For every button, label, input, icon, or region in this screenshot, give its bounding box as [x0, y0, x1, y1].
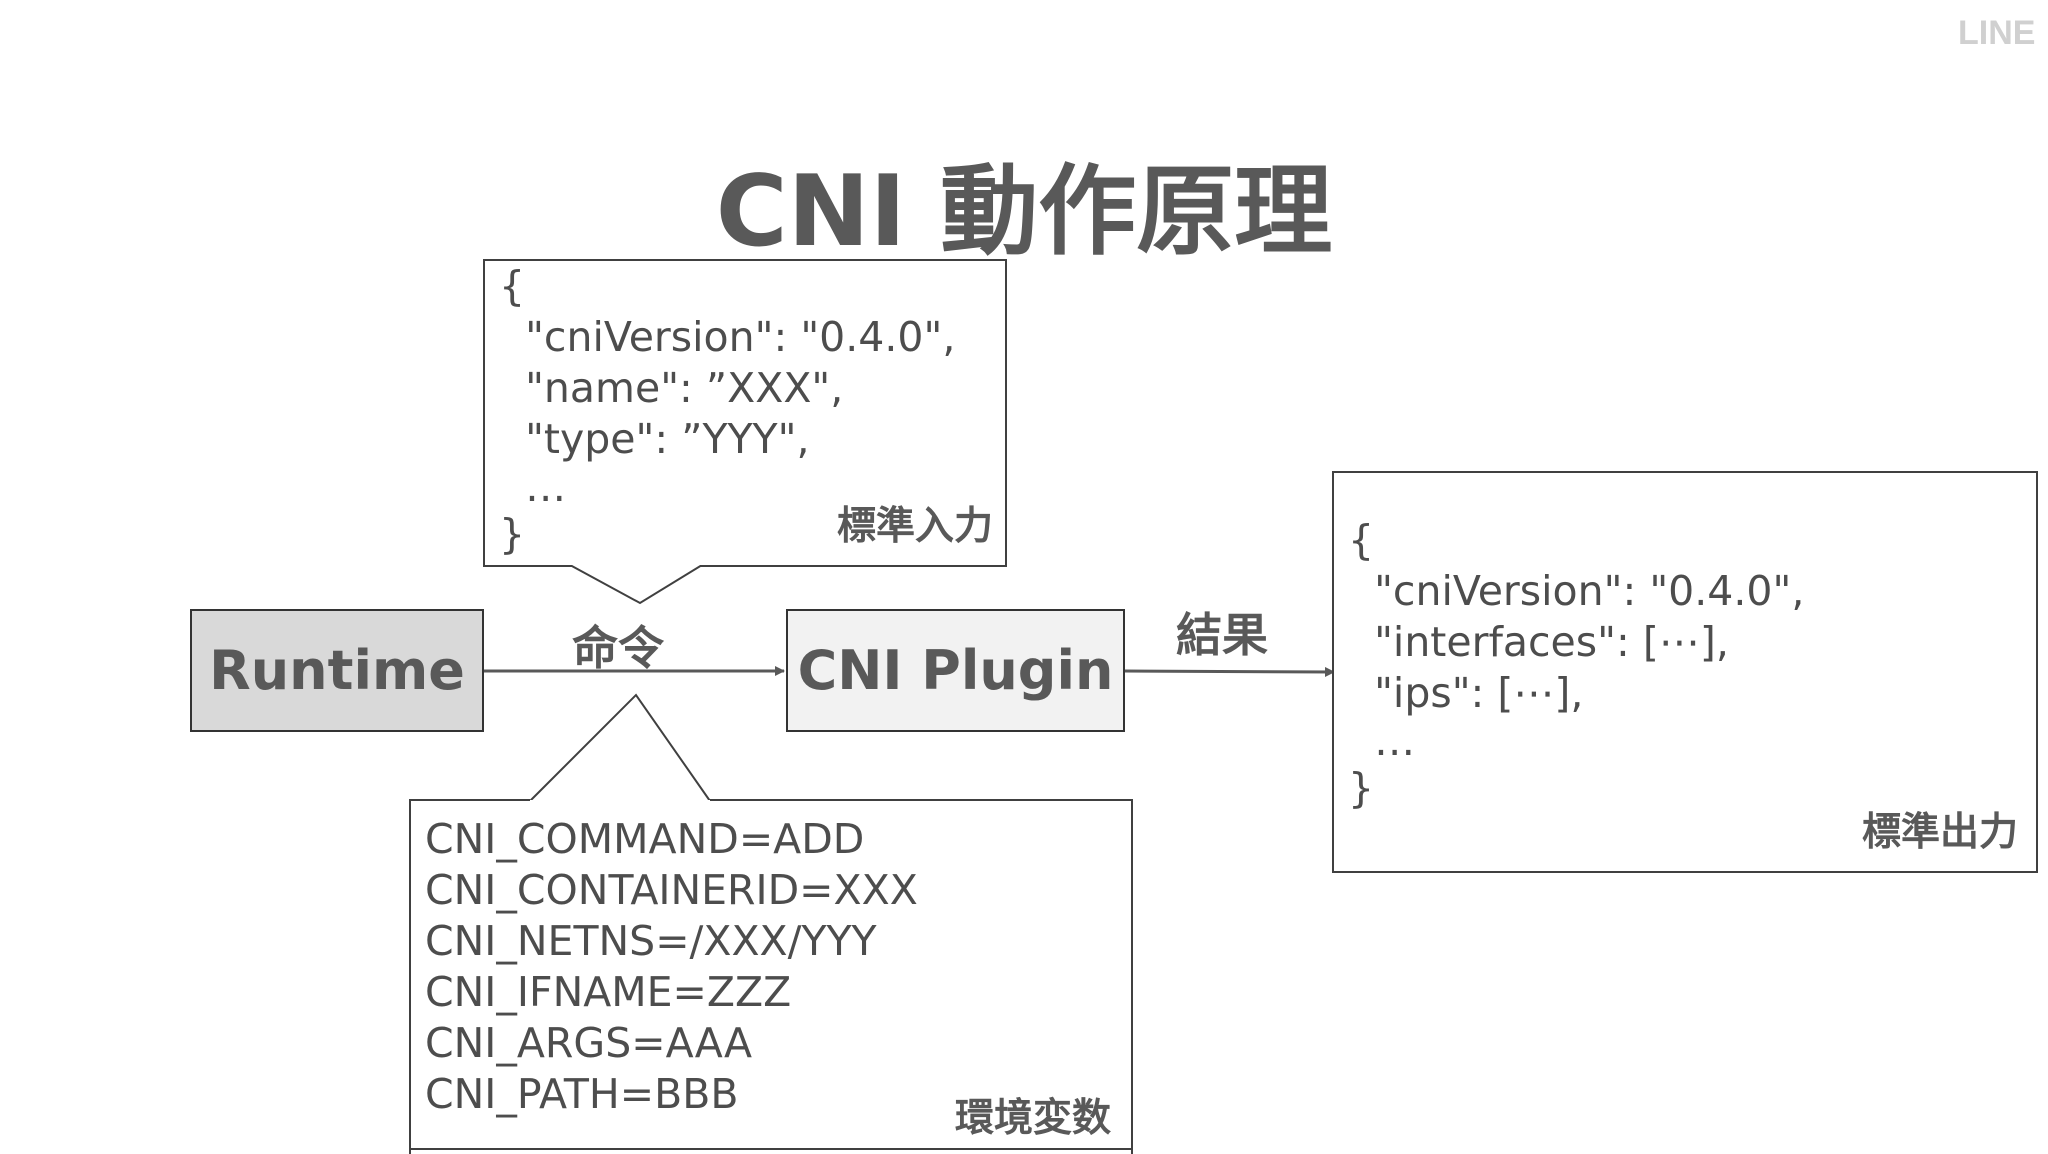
stdout-line: "ips": [⋯],	[1348, 669, 1584, 717]
env-line: CNI_NETNS=/XXX/YYY	[425, 917, 877, 965]
env-tag: 環境変数	[954, 1096, 1111, 1141]
stdin-json: { "cniVersion": "0.4.0", "name": ”XXX", …	[499, 261, 955, 560]
env-top-border-left	[409, 799, 530, 801]
stdin-line: …	[499, 463, 567, 511]
env-lines: CNI_COMMAND=ADD CNI_CONTAINERID=XXX CNI_…	[425, 814, 918, 1120]
line-logo: LINE	[1958, 14, 2036, 52]
runtime-node: Runtime	[190, 609, 484, 732]
env-top-border-right	[710, 799, 1133, 801]
stdin-line: "type": ”YYY",	[499, 415, 810, 463]
stdout-json: { "cniVersion": "0.4.0", "interfaces": […	[1348, 515, 1804, 814]
stdin-line: "name": ”XXX",	[499, 364, 844, 412]
stdout-line: …	[1348, 717, 1416, 765]
env-pointer	[529, 693, 711, 802]
env-line: CNI_IFNAME=ZZZ	[425, 968, 792, 1016]
env-line: CNI_ARGS=AAA	[425, 1019, 752, 1067]
slide-title: CNI 動作原理	[715, 155, 1333, 269]
result-label: 結果	[1176, 608, 1268, 662]
stdout-line: "interfaces": [⋯],	[1348, 618, 1729, 666]
stdin-line: }	[499, 510, 526, 558]
env-line: CNI_CONTAINERID=XXX	[425, 866, 918, 914]
stdout-line: {	[1348, 516, 1375, 564]
stdout-box: { "cniVersion": "0.4.0", "interfaces": […	[1332, 471, 2038, 873]
stdout-tag: 標準出力	[1861, 810, 2018, 855]
stdout-line: "cniVersion": "0.4.0",	[1348, 567, 1805, 615]
env-line: CNI_PATH=BBB	[425, 1070, 739, 1118]
stdin-pointer	[569, 565, 703, 605]
stdin-line: {	[499, 262, 526, 310]
env-callout: CNI_COMMAND=ADD CNI_CONTAINERID=XXX CNI_…	[409, 800, 1133, 1154]
env-line: CNI_COMMAND=ADD	[425, 815, 865, 863]
stdout-line: }	[1348, 764, 1375, 812]
stdin-tag: 標準入力	[836, 504, 993, 549]
cni-plugin-node: CNI Plugin	[786, 609, 1125, 732]
command-label: 命令	[572, 621, 664, 675]
stdin-callout: { "cniVersion": "0.4.0", "name": ”XXX", …	[483, 259, 1007, 567]
result-arrow	[1123, 666, 1335, 677]
stdin-line: "cniVersion": "0.4.0",	[499, 313, 956, 361]
env-bottom-border	[409, 1148, 1133, 1150]
